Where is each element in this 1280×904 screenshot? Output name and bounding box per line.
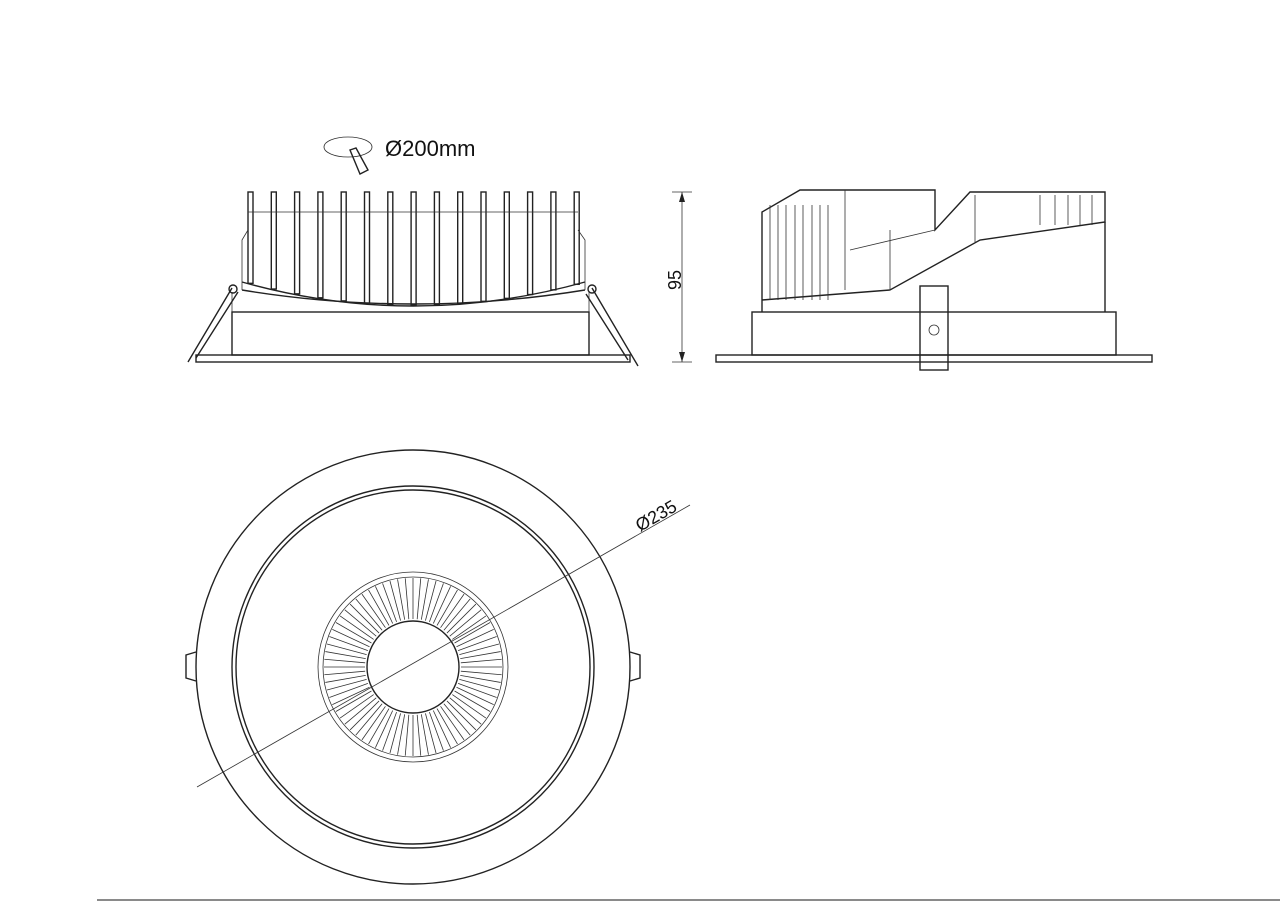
height-dimension (672, 191, 692, 363)
reflector-rib (457, 636, 497, 651)
heatsink-fin (457, 191, 464, 305)
reflector-rib (420, 714, 429, 755)
reflector-rib (326, 643, 367, 655)
reflector-rib (382, 711, 397, 751)
heatsink-fin (340, 191, 347, 302)
heatsink-fin (503, 191, 510, 300)
reflector-rib (460, 670, 502, 676)
reflector-rib (375, 710, 394, 748)
heatsink-fin (363, 191, 371, 304)
heatsink-fin (387, 191, 394, 306)
reflector-rib (460, 658, 502, 664)
heatsink-fin (293, 191, 301, 295)
reflector-rib (425, 580, 437, 621)
reflector-rib (344, 609, 377, 637)
reflector-rib (355, 598, 383, 631)
cutout-diameter-label: Ø200mm (385, 136, 475, 161)
reflector-rib (389, 580, 401, 621)
spring-clip-left (187, 287, 239, 363)
reflector-rib (404, 714, 410, 756)
spring-clip (919, 285, 949, 371)
reflector-rib (361, 706, 386, 741)
reflector-rib (332, 686, 370, 705)
reflector-rib (457, 683, 497, 698)
reflector-rib (344, 697, 377, 725)
reflector-rib (339, 615, 374, 640)
heatsink-fin (550, 191, 557, 291)
reflector-rib (326, 679, 367, 691)
reflector-rib (361, 593, 386, 628)
reflector-rib (375, 586, 394, 624)
reflector-rib (349, 700, 380, 731)
reflector-rib (329, 636, 369, 651)
reflector-rib (425, 713, 437, 754)
reflector-rib (446, 603, 477, 634)
reflector-rib (329, 683, 369, 698)
diameter-dimension-line (196, 504, 691, 788)
reflector-rib (429, 583, 444, 623)
side-view (715, 189, 1153, 371)
reflector-rib (449, 697, 482, 725)
reflector-rib (335, 622, 372, 644)
spring-clip-right (585, 287, 639, 367)
heatsink-fin (480, 191, 487, 303)
reflector-rib (368, 708, 390, 745)
reflector-rib (459, 679, 500, 691)
heatsink-fin (270, 191, 277, 290)
reflector-rib (355, 703, 383, 736)
reflector-rib (460, 674, 501, 683)
reflector-rib (397, 579, 406, 620)
heatsink-fin (433, 191, 441, 306)
reflector-rib (325, 651, 366, 660)
reflector-rib (459, 643, 500, 655)
heatsink-fin (573, 191, 580, 286)
reflector-rib (397, 714, 406, 755)
reflector-rib (389, 713, 401, 754)
reflector-rib (440, 706, 465, 741)
reflector-rib (382, 583, 397, 623)
reflector-rib (443, 598, 471, 631)
diameter-label: Ø235 (632, 496, 680, 535)
reflector-rib (349, 603, 380, 634)
reflector-rib (420, 579, 429, 620)
reflector-rib (335, 690, 372, 712)
reflector-rib (324, 670, 366, 676)
reflector-rib (324, 658, 366, 664)
reflector-rib (416, 578, 422, 620)
heatsink-fin (247, 191, 254, 285)
reflector-rib (454, 622, 491, 644)
reflector-rib (436, 708, 458, 745)
reflector-rib (454, 690, 491, 712)
reflector-rib (452, 615, 487, 640)
heatsink-fin (526, 191, 534, 296)
heatsink-fin (410, 191, 417, 306)
reflector-rib (440, 593, 465, 628)
heatsink-fin (317, 191, 324, 299)
reflector-rib (452, 694, 487, 719)
reflector-rib (416, 714, 422, 756)
reflector-rib (436, 589, 458, 626)
reflector-rib (368, 589, 390, 626)
reflector-rib (429, 711, 444, 751)
reflector-rib (325, 674, 366, 683)
reflector-rib (460, 651, 501, 660)
reflector-rib (339, 694, 374, 719)
height-label: 95 (665, 270, 685, 290)
reflector-rib (432, 586, 451, 624)
reflector-rib (432, 710, 451, 748)
reflector-rib (404, 578, 410, 620)
reflector-rib (332, 629, 370, 648)
bottom-view (185, 449, 691, 885)
reflector-rib (456, 686, 494, 705)
reflector-rib (446, 700, 477, 731)
cutout-icon (323, 136, 373, 175)
reflector-rib (443, 703, 471, 736)
reflector-rib (449, 609, 482, 637)
reflector-rib (456, 629, 494, 648)
front-view (187, 191, 639, 367)
